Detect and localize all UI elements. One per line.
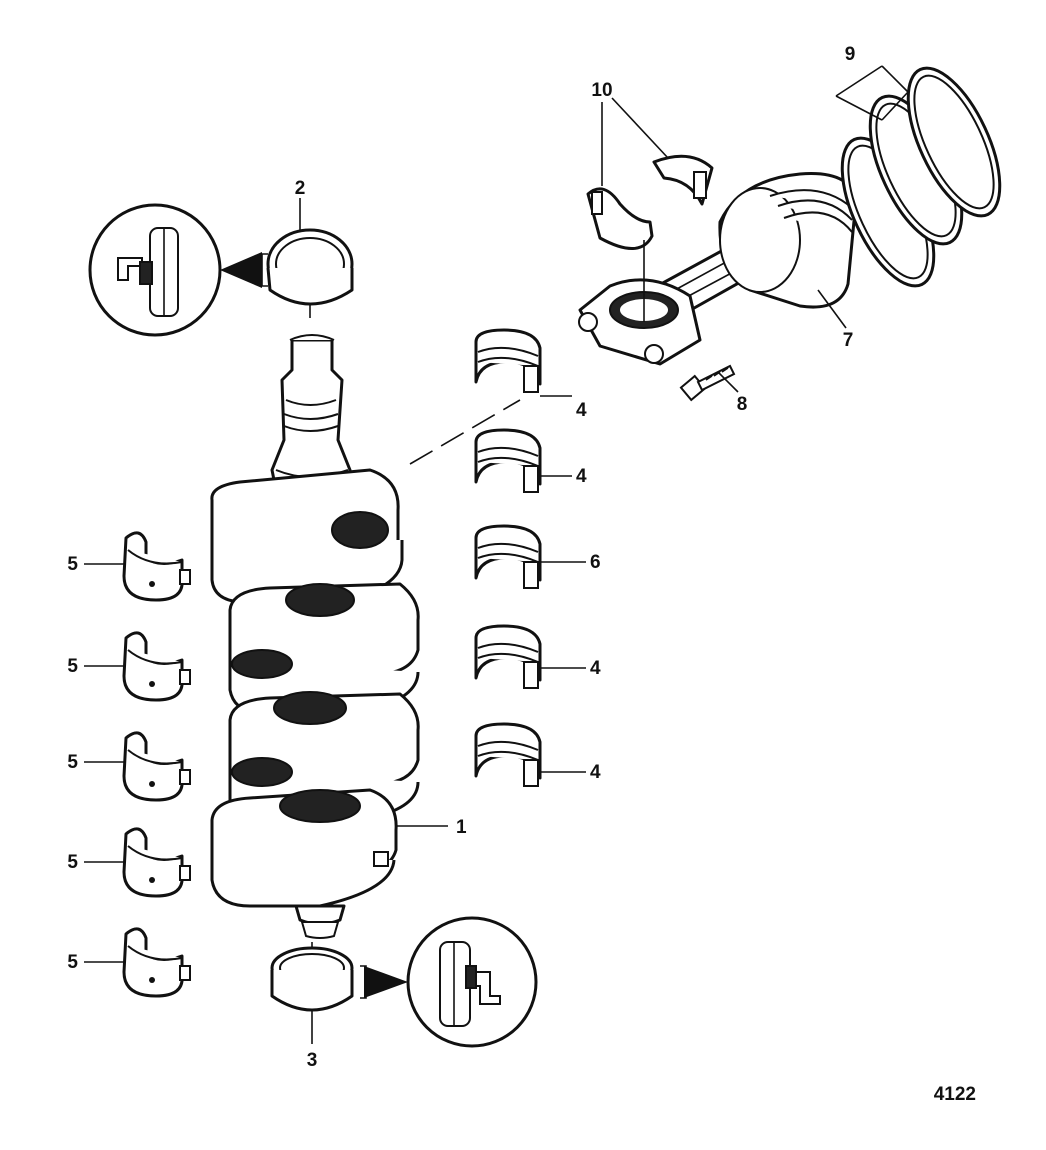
callout-4a: 4 <box>576 400 587 421</box>
callout-5b: 5 <box>67 656 78 677</box>
callout-9: 9 <box>845 44 856 65</box>
main-bearing-upper-3 <box>474 524 542 590</box>
main-bearing-lower-5 <box>122 927 192 998</box>
callout-5e: 5 <box>67 952 78 973</box>
callout-5a: 5 <box>67 554 78 575</box>
figure-number: 4122 <box>934 1084 976 1105</box>
seal-detail-upper <box>88 203 268 337</box>
main-bearing-upper-2 <box>474 428 542 494</box>
lower-oil-seal <box>270 942 354 1012</box>
callout-3: 3 <box>307 1050 318 1071</box>
main-bearing-upper-1 <box>474 328 542 394</box>
callout-4d: 4 <box>590 762 601 783</box>
callout-2: 2 <box>295 178 306 199</box>
connecting-rod-bolt <box>679 364 736 402</box>
callout-4b: 4 <box>576 466 587 487</box>
piston-rings <box>840 66 1002 288</box>
callout-6: 6 <box>590 552 601 573</box>
main-bearing-upper-5 <box>474 722 542 788</box>
main-bearing-lower-3 <box>122 731 192 802</box>
main-bearing-lower-1 <box>122 531 192 602</box>
callout-5d: 5 <box>67 852 78 873</box>
callout-10: 10 <box>591 80 612 101</box>
main-bearing-lower-4 <box>122 827 192 898</box>
leader-lines <box>84 65 909 1044</box>
callout-8: 8 <box>737 394 748 415</box>
upper-oil-seal <box>266 228 354 318</box>
rod-bearing-upper <box>652 154 714 206</box>
main-bearing-upper-4 <box>474 624 542 690</box>
callout-4c: 4 <box>590 658 601 679</box>
crankshaft <box>210 334 420 939</box>
callout-7: 7 <box>843 330 854 351</box>
main-bearing-lower-2 <box>122 631 192 702</box>
rod-bearing-lower <box>586 187 654 250</box>
seal-detail-lower <box>360 916 538 1048</box>
connecting-rod-piston <box>578 172 858 366</box>
callout-5c: 5 <box>67 752 78 773</box>
callout-1: 1 <box>456 817 467 838</box>
